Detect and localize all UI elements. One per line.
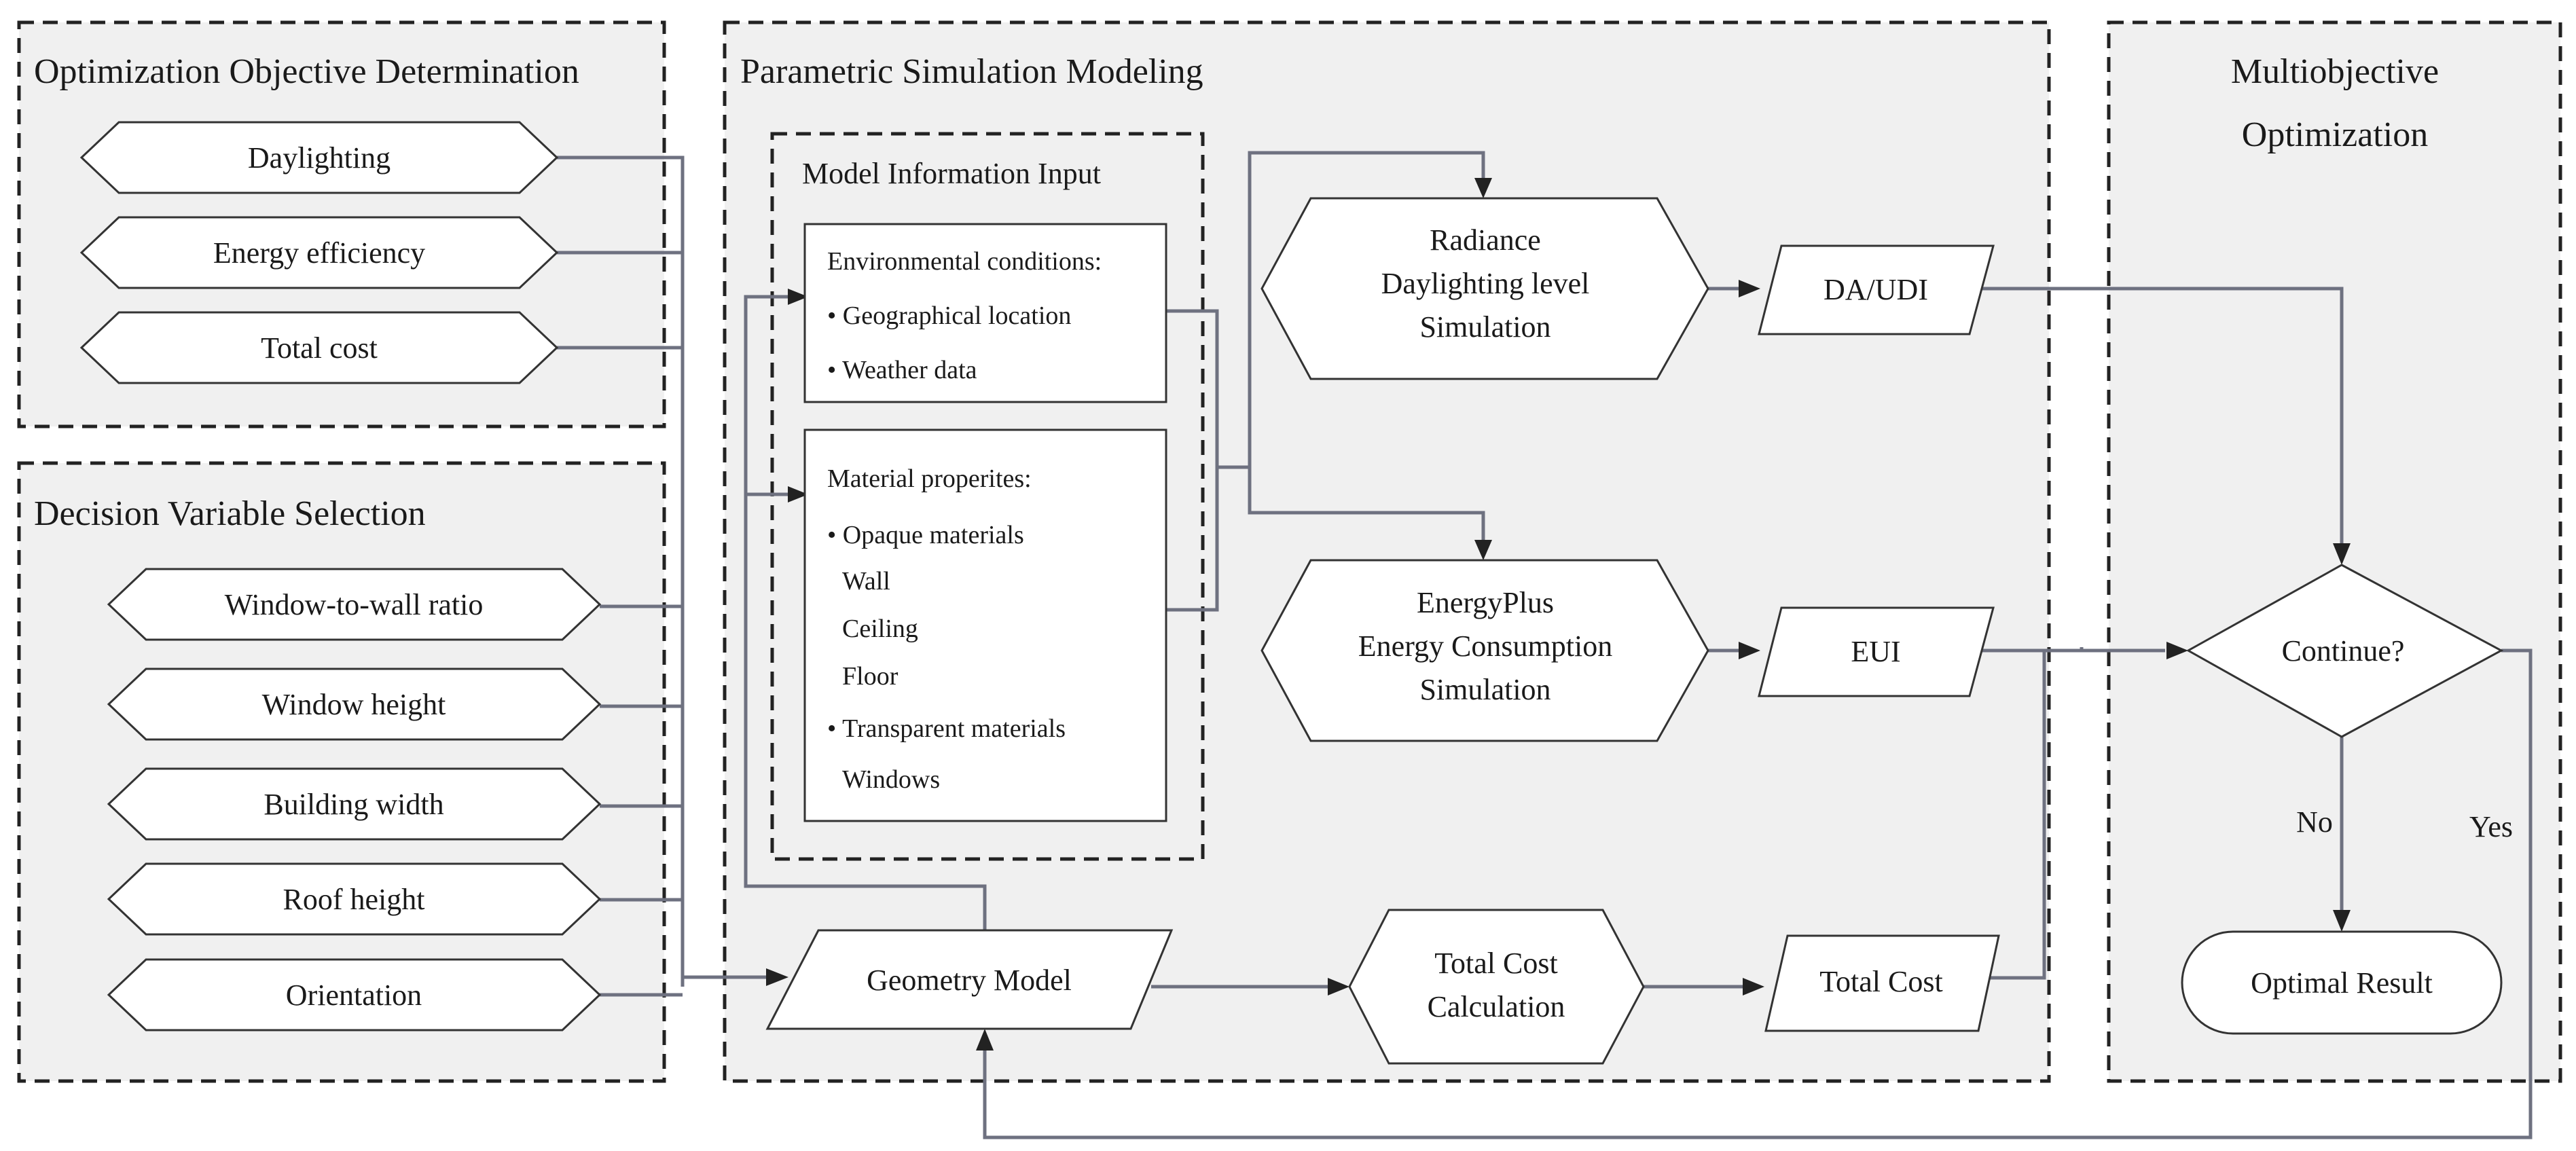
- window-to-wall-ratio-label: Window-to-wall ratio: [225, 588, 484, 621]
- energyplus-line3: Simulation: [1419, 673, 1550, 706]
- material-item-windows: Windows: [842, 765, 940, 794]
- arrowhead-radiance-in: [1474, 178, 1492, 198]
- multiobjective-panel: [2107, 20, 2562, 1083]
- roof-height-node: [107, 862, 602, 936]
- material-item-floor: Floor: [842, 662, 899, 691]
- arrowhead-geometry-feedback: [976, 1029, 994, 1050]
- daylighting-node: [79, 121, 559, 194]
- energyplus-line2: Energy Consumption: [1358, 629, 1612, 663]
- environmental-item-weather: • Weather data: [827, 356, 977, 384]
- material-item-opaque: • Opaque materials: [827, 521, 1024, 549]
- total-cost-objective-label: Total cost: [261, 331, 378, 365]
- radiance-line1: Radiance: [1430, 223, 1541, 257]
- geometry-model-node: [765, 929, 1174, 1030]
- orientation-label: Orientation: [286, 979, 422, 1012]
- connector-input-bracket: [1166, 309, 1219, 612]
- multiobjective-title-line1: Multiobjective: [2231, 52, 2439, 91]
- arrowhead-environmental-in: [788, 289, 808, 305]
- optimal-result-label: Optimal Result: [2251, 966, 2433, 1000]
- material-item-wall: Wall: [842, 567, 890, 596]
- continue-decision-label: Continue?: [2282, 634, 2405, 668]
- total-cost-output-node: [1764, 934, 2000, 1032]
- multiobjective-title-line2: Optimization: [2242, 115, 2428, 154]
- window-height-label: Window height: [262, 688, 446, 721]
- decision-panel-title: Decision Variable Selection: [34, 494, 426, 533]
- optimal-result-node: [2181, 930, 2503, 1035]
- arrowhead-energyplus-in: [1474, 540, 1492, 560]
- building-width-node: [107, 767, 602, 841]
- arrowhead-decision-top: [2333, 543, 2351, 565]
- yes-edge-label: Yes: [2469, 810, 2513, 843]
- connector-geometry-to-input: [744, 295, 987, 930]
- eui-label: EUI: [1851, 635, 1900, 668]
- connector-daudi-to-decision: [1978, 287, 2344, 543]
- geometry-model-label: Geometry Model: [867, 964, 1072, 997]
- total-cost-output-label: Total Cost: [1819, 965, 1942, 998]
- environmental-item-location: • Geographical location: [827, 302, 1071, 330]
- environmental-conditions-box: [803, 223, 1167, 403]
- window-height-node: [107, 668, 602, 741]
- material-properties-box: [803, 428, 1167, 822]
- da-udi-node: [1758, 244, 1995, 335]
- energyplus-simulation-node: [1260, 559, 1709, 742]
- arrowhead-eui-in: [1739, 642, 1760, 659]
- building-width-label: Building width: [264, 788, 443, 821]
- total-cost-calculation-node: [1348, 909, 1645, 1065]
- energy-efficiency-label: Energy efficiency: [213, 236, 425, 270]
- connector-daylighting: [557, 156, 685, 987]
- parametric-panel-title: Parametric Simulation Modeling: [740, 52, 1203, 91]
- daylighting-label: Daylighting: [248, 141, 391, 175]
- arrowhead-decision-left: [2166, 642, 2188, 659]
- da-udi-label: DA/UDI: [1824, 273, 1928, 306]
- material-item-transparent: • Transparent materials: [827, 714, 1066, 743]
- environmental-heading: Environmental conditions:: [827, 247, 1102, 276]
- arrowhead-costcalc-in: [1328, 978, 1349, 995]
- energy-efficiency-node: [79, 216, 559, 289]
- window-to-wall-ratio-node: [107, 568, 602, 641]
- connector-to-energyplus: [1248, 467, 1485, 540]
- connector-to-radiance: [1248, 151, 1485, 467]
- cost-calc-line1: Total Cost: [1434, 947, 1557, 980]
- eui-node: [1758, 606, 1995, 697]
- energyplus-line1: EnergyPlus: [1417, 586, 1554, 619]
- radiance-line2: Daylighting level: [1381, 267, 1590, 300]
- continue-decision-node: [2185, 564, 2504, 738]
- arrowhead-material-in: [788, 486, 808, 503]
- roof-height-label: Roof height: [283, 883, 425, 916]
- orientation-node: [107, 958, 602, 1031]
- cost-calc-line2: Calculation: [1428, 990, 1565, 1023]
- model-input-title: Model Information Input: [802, 157, 1101, 190]
- total-cost-objective-node: [79, 311, 559, 384]
- material-heading: Material properites:: [827, 464, 1032, 493]
- connector-totalcost-to-merge: [1978, 651, 2046, 980]
- connector-yes-feedback: [983, 648, 2533, 1139]
- arrowhead-daudi-in: [1739, 280, 1760, 297]
- material-item-ceiling: Ceiling: [842, 615, 918, 643]
- radiance-simulation-node: [1260, 197, 1709, 380]
- arrowhead-optimal-in: [2333, 910, 2351, 932]
- radiance-line3: Simulation: [1419, 310, 1550, 344]
- no-edge-label: No: [2296, 805, 2333, 839]
- arrowhead-totalcost-in: [1743, 978, 1764, 995]
- arrowhead-geometry-in: [766, 968, 788, 986]
- objective-panel-title: Optimization Objective Determination: [34, 52, 579, 91]
